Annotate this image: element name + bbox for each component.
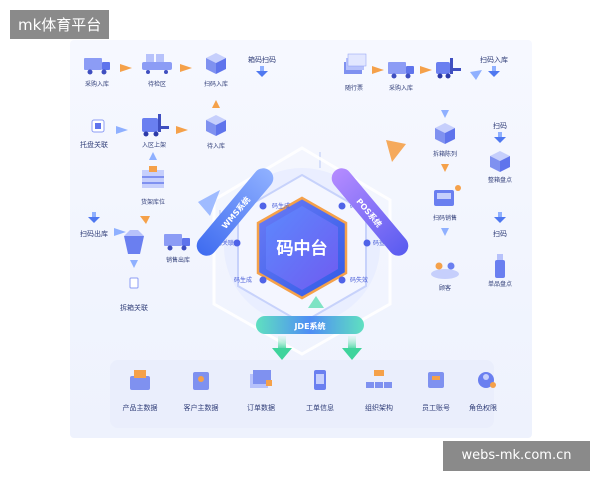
arrow-icon xyxy=(180,64,192,72)
right-scan-2: 扫码 xyxy=(493,229,507,238)
left-scan-in: 扫码入库 xyxy=(204,80,228,88)
ring-dot-5 xyxy=(259,276,267,284)
truck-icon xyxy=(164,234,190,251)
arrow-icon xyxy=(470,70,482,80)
arrow-icon xyxy=(420,66,432,74)
left-scan-out: 扫码出库 xyxy=(80,229,108,238)
download-icon xyxy=(488,66,500,77)
right-scan-in: 扫码入库 xyxy=(480,55,508,64)
truck-icon xyxy=(84,58,110,75)
package-icon xyxy=(206,115,226,136)
product-data-icon xyxy=(130,370,150,390)
ring-label-6: 码关联 xyxy=(216,239,234,247)
arrow-icon xyxy=(140,216,150,224)
ring-dot-4 xyxy=(338,276,346,284)
right-unbox-display: 拆箱陈列 xyxy=(433,150,457,158)
left-unbox-link: 拆箱关联 xyxy=(120,303,148,312)
download-icon xyxy=(494,212,506,223)
warehouse-icon xyxy=(142,166,164,188)
package-icon xyxy=(206,53,226,74)
right-flow: 随行票 采购入库 扫码入库 xyxy=(344,53,512,292)
arrow-icon xyxy=(116,126,128,134)
center-hex-inner xyxy=(266,206,338,290)
scanner-icon xyxy=(91,119,105,133)
customer-data-icon xyxy=(193,372,209,390)
right-single-check: 单品盘点 xyxy=(488,280,512,288)
right-customer: 顾客 xyxy=(439,284,451,292)
master-data-label-3: 订单数据 xyxy=(247,403,275,412)
scanner-person-icon xyxy=(434,185,461,206)
master-data-label-5: 组织架构 xyxy=(365,403,393,412)
right-scan-1: 扫码 xyxy=(493,121,507,130)
ring-labels: 码生成 码拆解 码查看 码失效 码生成 码关联 xyxy=(216,202,391,284)
left-box-scan: 箱码扫码 xyxy=(248,55,276,64)
ring-label-1: 码生成 xyxy=(272,202,290,210)
arrow-icon xyxy=(176,126,188,134)
forklift-icon xyxy=(142,114,169,137)
left-pallet-link: 托盘关联 xyxy=(80,140,108,149)
work-order-icon xyxy=(314,370,326,390)
left-flow: 采购入库 待检区 扫码入库 箱码扫码 托盘关联 xyxy=(80,53,276,312)
package-icon xyxy=(435,123,455,144)
code-platform-diagram: 码中台 码生成 码拆解 码查看 码失效 码生成 码关联 WMS系统 POS系统 … xyxy=(80,53,512,428)
employee-account-icon xyxy=(428,372,444,388)
arrow-icon xyxy=(441,228,449,236)
master-data-panel xyxy=(110,360,494,428)
conveyor-icon xyxy=(142,54,172,74)
arrow-icon xyxy=(130,260,138,268)
order-data-icon xyxy=(250,370,272,388)
ring-label-4: 码失效 xyxy=(350,276,368,284)
master-data-row: 产品主数据 客户主数据 订单数据 工单信息 组织架构 员工账号 xyxy=(123,370,497,412)
download-icon xyxy=(494,132,506,143)
ring-label-3: 码查看 xyxy=(373,239,391,247)
watermark-top-left: mk体育平台 xyxy=(10,10,110,39)
ring-dot-6 xyxy=(233,239,241,247)
master-data-label-1: 产品主数据 xyxy=(123,403,158,412)
role-permission-icon xyxy=(478,372,496,388)
left-putaway: 入区上架 xyxy=(142,141,166,149)
master-data-label-7: 角色权限 xyxy=(469,403,497,412)
right-scan-sales: 扫码销售 xyxy=(433,214,457,222)
ring-dot-2 xyxy=(338,202,346,210)
arrow-icon xyxy=(441,110,449,118)
right-purchase-in: 采购入库 xyxy=(389,84,413,92)
customer-icon xyxy=(431,262,459,279)
ring-dot-3 xyxy=(363,239,371,247)
master-data-label-2: 客户主数据 xyxy=(184,403,219,412)
download-icon xyxy=(88,212,100,223)
left-slot-location: 货架库位 xyxy=(141,198,165,206)
master-data-label-4: 工单信息 xyxy=(306,403,334,412)
download-icon xyxy=(256,66,268,77)
ring-label-5: 码生成 xyxy=(234,276,252,284)
watermark-bottom-right: webs-mk.com.cn xyxy=(443,441,590,471)
right-follow-slip: 随行票 xyxy=(345,84,363,92)
scanner-icon xyxy=(129,277,139,289)
package-icon xyxy=(490,151,510,172)
wms-arrow-head xyxy=(198,190,220,216)
arrow-icon xyxy=(372,66,384,74)
open-box-icon xyxy=(124,230,144,254)
arrow-icon xyxy=(441,164,449,172)
left-waiting-zone: 待检区 xyxy=(148,80,166,88)
green-arrows xyxy=(272,296,362,360)
arrow-icon xyxy=(212,100,220,108)
bottle-icon xyxy=(495,254,505,278)
arrow-icon xyxy=(120,64,132,72)
jde-system-bar: JDE系统 xyxy=(256,316,364,334)
left-pending: 待入库 xyxy=(207,142,225,150)
document-stack-icon xyxy=(344,53,367,74)
left-sales-out: 销售出库 xyxy=(166,256,190,264)
master-data-label-6: 员工账号 xyxy=(422,403,450,412)
right-full-box-check: 整箱盘点 xyxy=(488,176,512,184)
jde-label: JDE系统 xyxy=(293,321,325,331)
left-purchase-in: 采购入库 xyxy=(85,80,109,88)
ring-dot-1 xyxy=(259,202,267,210)
pos-arrow-head xyxy=(386,140,406,162)
truck-icon xyxy=(388,62,414,79)
org-structure-icon xyxy=(366,370,392,388)
center-title: 码中台 xyxy=(277,238,328,259)
forklift-icon xyxy=(436,58,461,79)
arrow-icon xyxy=(114,228,126,236)
arrow-icon xyxy=(149,152,157,160)
